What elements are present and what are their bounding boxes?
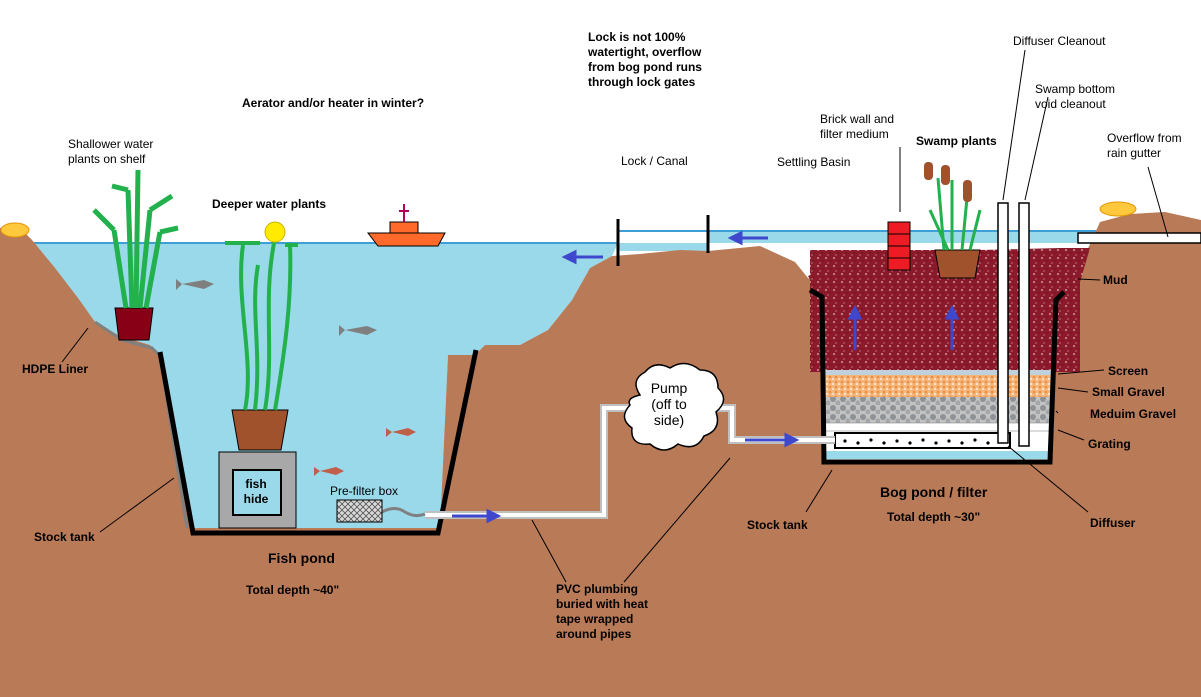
swamp-void-cleanout-pipe <box>1018 202 1030 447</box>
settling-basin-label: Settling Basin <box>777 155 851 169</box>
pvc-pipe-inner <box>425 406 642 517</box>
deeper-water-plant <box>225 221 298 451</box>
leader-lines <box>61 49 1169 583</box>
pvc-line: buried with heat <box>556 597 649 611</box>
prefilter-box <box>336 499 383 523</box>
stock-tank-left-label: Stock tank <box>34 530 95 544</box>
fish-hide-line: fish <box>245 477 267 491</box>
stock-tank-right-label: Stock tank <box>747 518 808 532</box>
fish-pond-water <box>30 243 618 528</box>
pump-line: (off to <box>651 396 687 412</box>
brick-wall-label: Brick wall and filter medium <box>820 112 894 142</box>
prefilter-label: Pre-filter box <box>330 484 399 498</box>
fish-hide-label: fish hide <box>236 477 276 507</box>
screen-layer <box>822 370 1054 375</box>
pvc-line: around pipes <box>556 627 632 641</box>
medium-gravel-layer <box>822 397 1054 423</box>
diffuser-cleanout-label: Diffuser Cleanout <box>1013 34 1106 48</box>
diffuser-cleanout-pipe <box>997 202 1009 444</box>
screen-label: Screen <box>1108 364 1149 378</box>
small-gravel-layer <box>822 375 1054 397</box>
lock-note-label: Lock is not 100% watertight, overflow fr… <box>588 30 702 90</box>
canal-water <box>618 243 708 251</box>
grating-label: Grating <box>1088 437 1131 451</box>
aerator-label: Aerator and/or heater in winter? <box>242 96 425 110</box>
lock-note-line: Lock is not 100% <box>588 30 686 44</box>
swamp-plants-label: Swamp plants <box>916 134 997 148</box>
pvc-line: PVC plumbing <box>556 582 638 596</box>
fish-hide-window <box>232 469 282 516</box>
shallow-plants-line: plants on shelf <box>68 152 146 166</box>
lock-canal-label: Lock / Canal <box>621 154 688 168</box>
mud-label: Mud <box>1103 273 1128 287</box>
hdpe-liner-label: HDPE Liner <box>22 362 89 376</box>
swamp-void-line: Swamp bottom <box>1035 82 1116 96</box>
bank-flower-right <box>1099 201 1137 217</box>
overflow-gutter-label: Overflow from rain gutter <box>1107 131 1182 161</box>
fish-hide-line: hide <box>243 492 269 506</box>
shallow-water-plant <box>92 169 179 341</box>
prefilter-hose <box>381 507 426 518</box>
diffuser-label: Diffuser <box>1090 516 1136 530</box>
fish-tank-wall <box>157 349 479 536</box>
boat-icon <box>366 204 446 247</box>
bank-flower-left <box>0 222 30 238</box>
pump-cloud <box>623 362 725 451</box>
brick-wall-line: filter medium <box>820 127 889 141</box>
bog-depth-label: Total depth ~30" <box>887 510 981 524</box>
brick-wall <box>887 221 911 271</box>
bog-pond-label: Bog pond / filter <box>880 484 988 500</box>
lock-note-line: watertight, overflow <box>588 45 702 59</box>
swamp-void-label: Swamp bottom void cleanout <box>1035 82 1115 112</box>
pump-line: side) <box>653 412 685 428</box>
pvc-label: PVC plumbing buried with heat tape wrapp… <box>556 582 648 642</box>
shallow-plants-label: Shallower water plants on shelf <box>68 137 153 167</box>
swamp-void-line: void cleanout <box>1035 97 1106 111</box>
fish-pond-label: Fish pond <box>268 550 335 566</box>
fish-pond-depth-label: Total depth ~40" <box>246 583 340 597</box>
shallow-plants-line: Shallower water <box>68 137 154 151</box>
small-gravel-label: Small Gravel <box>1092 385 1165 399</box>
flow-arrows <box>452 230 960 524</box>
pump-line: Pump <box>650 380 688 396</box>
medium-gravel-label: Meduim Gravel <box>1090 407 1177 421</box>
deeper-plants-label: Deeper water plants <box>212 197 327 211</box>
lock-note-line: from bog pond runs <box>588 60 702 74</box>
bog-tank-wall <box>808 287 1066 465</box>
fish-icons <box>176 279 416 476</box>
diffuser-holes <box>843 438 990 445</box>
gutter-pipe <box>1077 232 1201 244</box>
pump-label: Pump (off to side) <box>632 380 706 428</box>
pvc-line: tape wrapped <box>556 612 634 626</box>
overflow-gutter-line: Overflow from <box>1107 131 1182 145</box>
brick-wall-line: Brick wall and <box>820 112 895 126</box>
lock-note-line: through lock gates <box>588 75 696 89</box>
overflow-gutter-line: rain gutter <box>1107 146 1162 160</box>
swamp-plant <box>924 162 982 279</box>
